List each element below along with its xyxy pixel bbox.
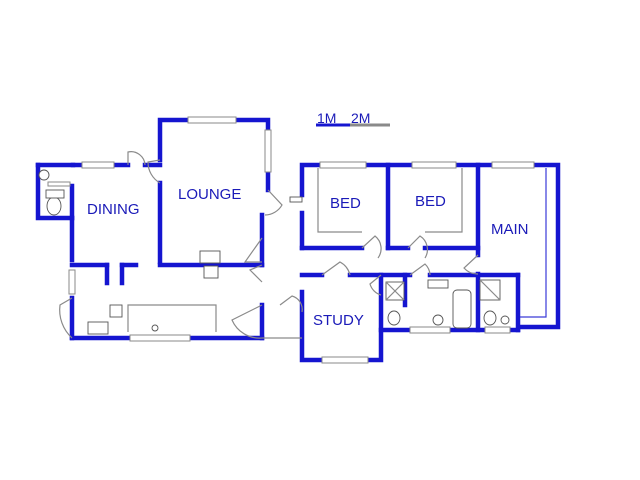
walls (35, 117, 561, 363)
toilet-icon-ensuite (483, 310, 497, 326)
room-label-main: MAIN (491, 221, 529, 238)
basin-icon-ensuite (500, 315, 510, 325)
door-study (321, 261, 351, 276)
room-label-study: STUDY (313, 312, 364, 329)
bedwing-outer (299, 162, 561, 330)
door-bed1 (361, 235, 382, 259)
step-icon (289, 196, 303, 203)
window-kitchen (129, 334, 191, 342)
scale-label-2m: 2M (351, 110, 370, 126)
fridge-icon (151, 324, 159, 332)
basin-icon-bath (432, 314, 444, 326)
basin-icon (45, 189, 65, 199)
window-lounge-top (187, 116, 237, 124)
toilet-icon (38, 169, 50, 181)
scale-bar: 1M 2M (316, 110, 390, 127)
room-labels: DINING LOUNGE BED BED MAIN STUDY (87, 186, 529, 329)
doors (59, 151, 479, 339)
window-kitchen-side (68, 269, 76, 295)
door-lounge-dining (147, 159, 161, 184)
room-label-dining: DINING (87, 201, 140, 218)
window-bed1 (319, 161, 367, 169)
door-kitchen-outside (59, 297, 73, 339)
windows (47, 116, 535, 364)
lounge-wall-top (157, 117, 271, 193)
room-label-bed-2: BED (415, 193, 446, 210)
fireplace-icon (199, 250, 221, 264)
room-label-bed-1: BED (330, 195, 361, 212)
window-lounge-side (264, 129, 272, 173)
window-wc (47, 181, 71, 187)
door-lounge-kitchen (243, 237, 263, 263)
main-bedroom-cupboard (520, 168, 547, 318)
toilet-icon-2 (46, 196, 62, 216)
door-study-bath (369, 274, 382, 296)
door-dining (127, 151, 146, 166)
door-main (463, 254, 479, 275)
kitchen-counter (127, 304, 217, 332)
vanity-icon (427, 279, 449, 289)
window-dining (81, 161, 115, 169)
window-ensuite (484, 326, 511, 334)
scale-label-1m: 1M (317, 110, 336, 126)
door-bed2 (407, 235, 429, 259)
door-lounge-patio (264, 189, 283, 216)
sink-icon (87, 321, 109, 335)
bath-icon (452, 289, 472, 329)
shower-ensuite-diag (479, 279, 501, 301)
window-study (321, 356, 369, 364)
window-bath (409, 326, 451, 334)
toilet-icon-bath (387, 310, 401, 326)
door-passage-outer (279, 295, 303, 313)
window-bed2 (411, 161, 457, 169)
door-bath (409, 263, 431, 276)
hob-icon (109, 304, 123, 318)
room-label-lounge: LOUNGE (178, 186, 241, 203)
bed2-cupboard (425, 168, 463, 233)
door-lounge-passage (248, 264, 263, 283)
stove-icon (203, 265, 219, 279)
wc-wall-left (35, 162, 75, 221)
shower-diag-2 (385, 281, 405, 301)
fixtures (38, 168, 510, 335)
window-main (491, 161, 535, 169)
study-wall (299, 272, 384, 363)
door-passage (231, 304, 263, 339)
bed1-cupboard (317, 168, 362, 233)
